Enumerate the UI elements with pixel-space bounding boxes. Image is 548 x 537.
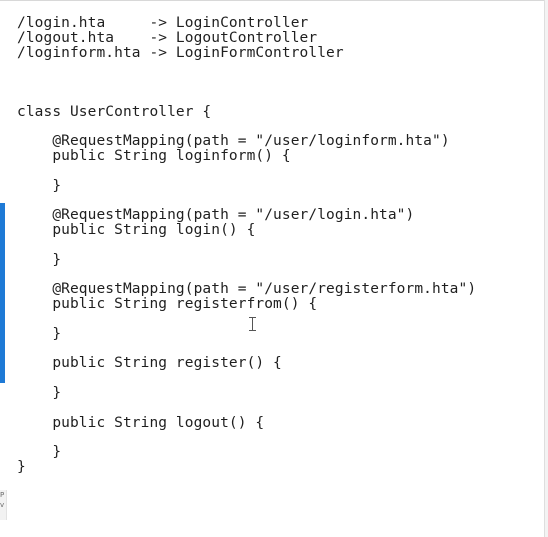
code-line: [17, 268, 476, 283]
code-line: [17, 194, 476, 209]
code-line: [17, 371, 476, 386]
code-line: }: [17, 444, 62, 461]
code-line: [17, 120, 476, 135]
code-line: /login.hta -> LoginController: [17, 15, 309, 31]
code-line: public String register() {: [17, 355, 282, 372]
code-line: }: [17, 458, 26, 475]
left-strip-glyph-2: v: [0, 501, 5, 509]
code-text-area[interactable]: /login.hta -> LoginController/logout.hta…: [17, 16, 476, 475]
code-line: @RequestMapping(path = "/user/login.hta"…: [17, 207, 415, 224]
code-line: [17, 401, 476, 416]
top-divider: [0, 0, 548, 1]
code-line: public String login() {: [17, 222, 256, 239]
code-line: [17, 60, 476, 75]
code-line: @RequestMapping(path = "/user/loginform.…: [17, 133, 450, 150]
text-cursor-icon: [248, 317, 257, 331]
left-strip-glyph-1: P: [0, 491, 5, 499]
code-line: @RequestMapping(path = "/user/registerfo…: [17, 281, 477, 298]
code-line: class UserController {: [17, 103, 212, 120]
code-line: public String logout() {: [17, 414, 265, 431]
left-side-strip: P v: [0, 490, 7, 520]
code-line: [17, 164, 476, 179]
vertical-scrollbar[interactable]: [544, 0, 548, 537]
code-line: /logout.hta -> LogoutController: [17, 29, 318, 46]
code-line: }: [17, 384, 62, 401]
code-line: public String registerfrom() {: [17, 296, 318, 313]
code-line: [17, 342, 476, 357]
code-line: }: [17, 177, 62, 194]
code-line: [17, 238, 476, 253]
code-line: [17, 312, 476, 327]
code-line: /loginform.hta -> LoginFormController: [17, 44, 344, 61]
code-line: }: [17, 325, 62, 342]
left-selection-accent: [0, 203, 5, 383]
code-line: [17, 90, 476, 105]
code-line: }: [17, 251, 62, 268]
code-line: public String loginform() {: [17, 148, 291, 165]
code-line: [17, 430, 476, 445]
code-line: [17, 75, 476, 90]
